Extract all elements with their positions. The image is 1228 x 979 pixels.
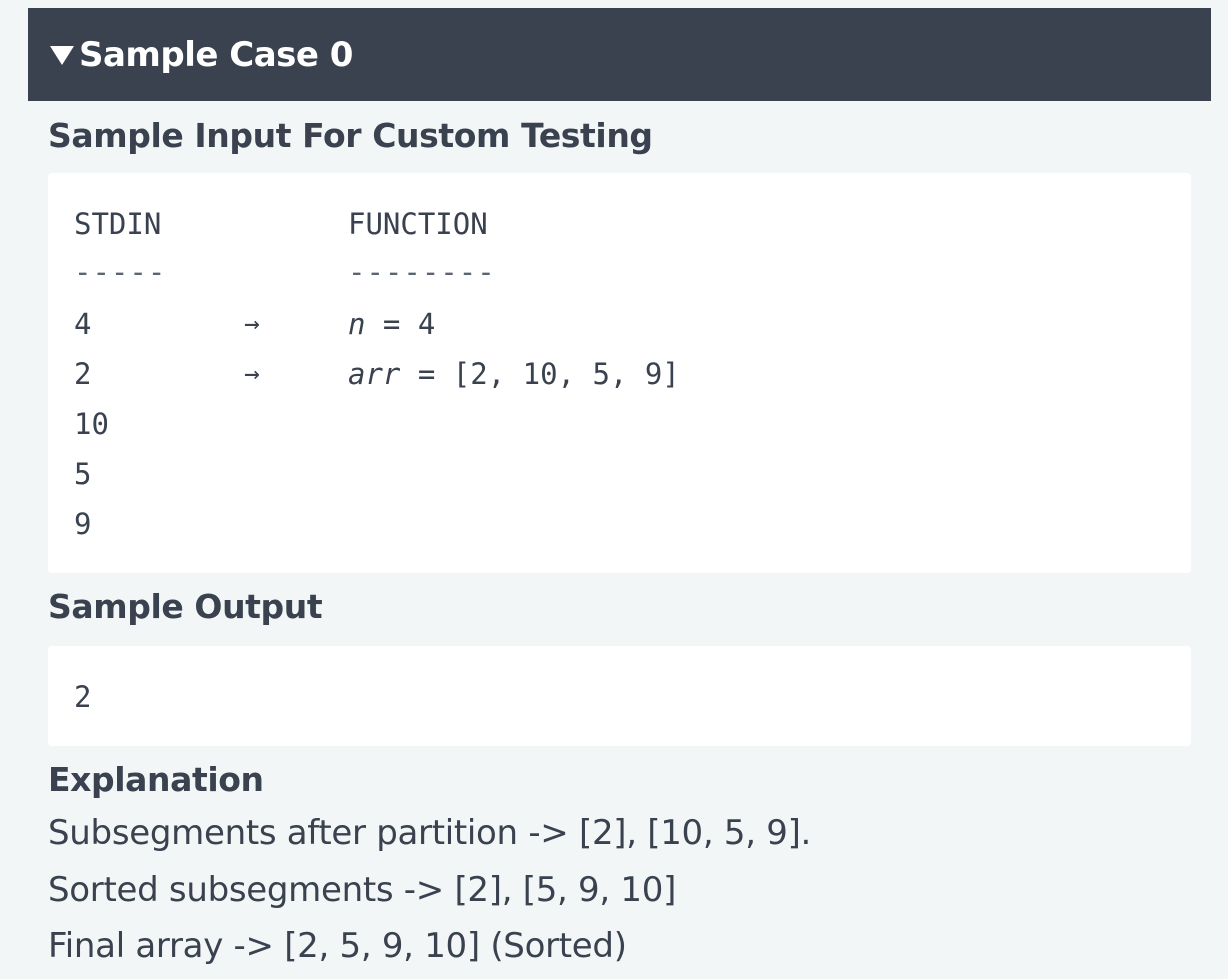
- stdin-line: 10: [74, 407, 109, 441]
- sample-output-heading: Sample Output: [48, 587, 323, 626]
- stdin-line: 4: [74, 307, 92, 341]
- sample-input-box: STDIN FUNCTION ----- -------- 4 → n = 4 …: [48, 173, 1191, 573]
- function-line: arr = [2, 10, 5, 9]: [348, 356, 680, 392]
- function-value: = [2, 10, 5, 9]: [400, 357, 680, 391]
- explanation-heading: Explanation: [48, 760, 264, 799]
- stdin-line: 2: [74, 357, 92, 391]
- function-variable: arr: [348, 357, 401, 391]
- function-divider: --------: [348, 255, 496, 289]
- arrow-icon: →: [244, 359, 260, 389]
- sample-case-title: Sample Case 0: [79, 34, 353, 75]
- function-value: = 4: [365, 307, 436, 341]
- sample-output-box: 2: [48, 646, 1191, 746]
- function-variable: n: [348, 307, 366, 341]
- function-line: n = 4: [348, 306, 435, 342]
- explanation-line: Subsegments after partition -> [2], [10,…: [48, 813, 812, 853]
- arrow-icon: →: [244, 309, 260, 339]
- stdin-line: 5: [74, 457, 92, 491]
- triangle-down-icon[interactable]: [50, 46, 74, 65]
- output-value: 2: [74, 680, 92, 714]
- stdin-divider: -----: [74, 255, 167, 289]
- explanation-line: Final array -> [2, 5, 9, 10] (Sorted): [48, 926, 627, 966]
- sample-input-heading: Sample Input For Custom Testing: [48, 116, 653, 155]
- stdin-line: 9: [74, 507, 92, 541]
- explanation-line: Sorted subsegments -> [2], [5, 9, 10]: [48, 870, 677, 910]
- sample-case-toggle[interactable]: Sample Case 0: [28, 8, 1211, 101]
- function-header: FUNCTION: [348, 207, 488, 241]
- stdin-header: STDIN: [74, 207, 162, 241]
